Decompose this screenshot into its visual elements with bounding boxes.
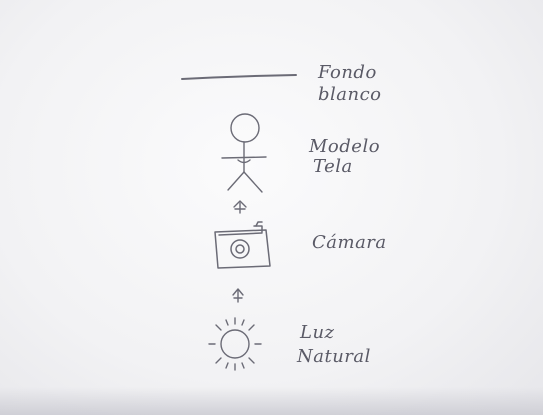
sun-icon bbox=[209, 318, 261, 370]
label-background-line2: blanco bbox=[318, 84, 382, 105]
arrow-up-icon bbox=[233, 289, 243, 302]
label-camera: Cámara bbox=[312, 232, 387, 253]
label-model-line2: Tela bbox=[313, 156, 353, 177]
label-light-line2: Natural bbox=[296, 346, 371, 367]
label-light-line1: Luz bbox=[299, 322, 335, 343]
person-figure-icon bbox=[222, 114, 266, 192]
camera-icon bbox=[215, 222, 270, 268]
label-background-line1: Fondo bbox=[317, 62, 377, 83]
backdrop-line bbox=[182, 75, 296, 79]
label-model-line1: Modelo bbox=[308, 136, 380, 157]
arrow-up-icon bbox=[234, 201, 246, 213]
